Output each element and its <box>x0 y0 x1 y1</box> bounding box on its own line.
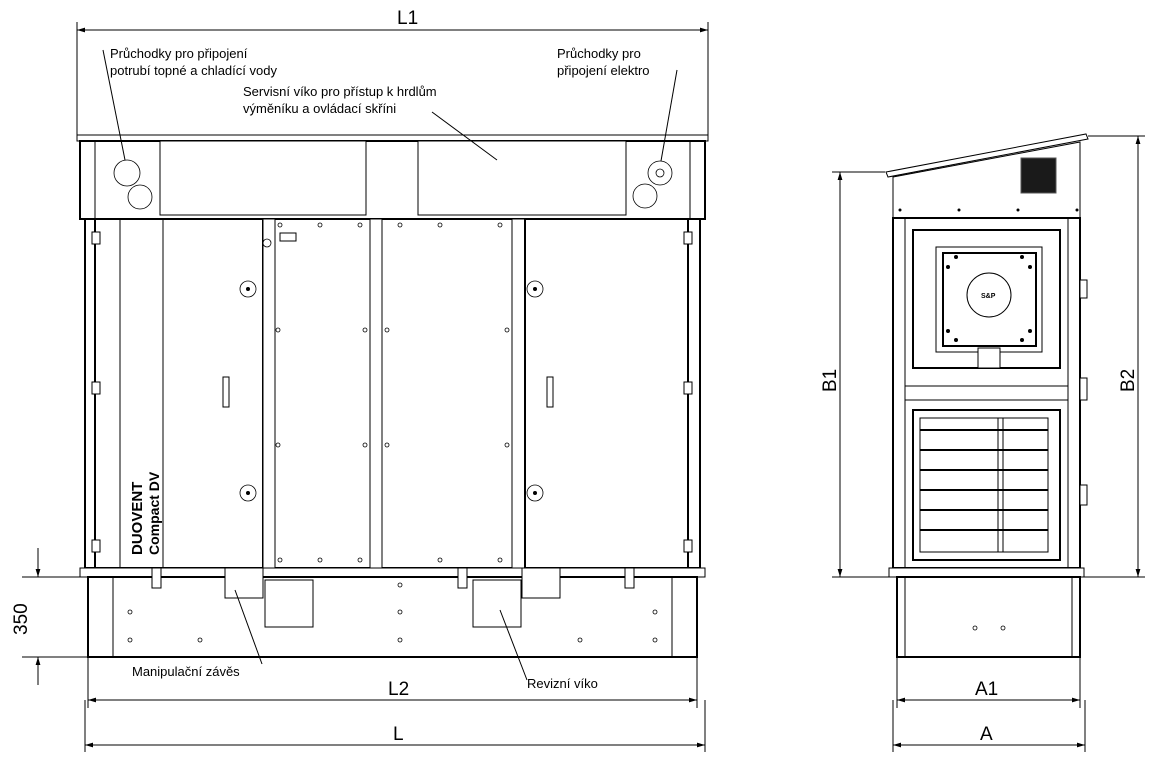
side-view: B1 B2 S&P <box>820 133 1145 752</box>
leader-line <box>234 589 263 665</box>
electro-passage <box>632 183 658 209</box>
svg-text:výměníku a ovládací skříni: výměníku a ovládací skříni <box>243 101 396 116</box>
svg-text:Compact DV: Compact DV <box>146 471 162 555</box>
annotation-lifting-hinge: Manipulační závěs <box>132 664 240 679</box>
dimension-a-label: A <box>980 724 993 745</box>
annotation-electro-passages: Průchodky pro <box>557 46 641 61</box>
door-lock <box>526 484 544 502</box>
sloped-roof <box>885 133 1089 178</box>
fan-plate <box>942 252 1037 347</box>
inspection-cover <box>472 579 522 628</box>
brand-logo: S&P <box>981 293 996 300</box>
unit-body <box>84 218 701 569</box>
door-lock <box>239 280 257 298</box>
annotation-service-cover: Servisní víko pro přístup k hrdlům <box>243 84 437 99</box>
pipe-passage <box>127 184 153 210</box>
damper-section <box>912 409 1061 561</box>
dimension-b2-label: B2 <box>1118 369 1139 392</box>
leader-line <box>499 609 528 681</box>
leader-line <box>102 49 126 161</box>
leader-line <box>431 111 498 161</box>
base <box>87 576 698 658</box>
leader-line <box>660 69 678 162</box>
lifting-hinge <box>224 567 264 599</box>
dimension-l1-label: L1 <box>397 8 418 29</box>
door-lock <box>239 484 257 502</box>
damper-louvers <box>920 418 1048 552</box>
dimension-a1-label: A1 <box>975 679 998 700</box>
base-frame <box>79 567 706 578</box>
svg-text:připojení elektro: připojení elektro <box>557 63 650 78</box>
door-handle <box>222 376 230 408</box>
front-view: L1 DUOVENT Compact DV <box>11 8 709 752</box>
annotation-inspection-cover: Revizní víko <box>527 676 598 691</box>
lifting-hinge <box>521 567 561 599</box>
service-cover-right <box>417 140 627 216</box>
divider-rail <box>904 385 1069 401</box>
dimension-l-label: L <box>393 724 404 745</box>
base-side <box>896 576 1081 658</box>
svg-text:DUOVENT: DUOVENT <box>129 482 146 555</box>
fan-motor <box>966 272 1012 318</box>
dimension-b1-label: B1 <box>820 369 841 392</box>
annotation-pipe-passages: Průchodky pro připojení <box>110 46 248 61</box>
brand-label: DUOVENT Compact DV <box>129 471 162 555</box>
svg-text:potrubí topné a chladící vody: potrubí topné a chladící vody <box>110 63 277 78</box>
dimension-l2-label: L2 <box>388 679 409 700</box>
service-cover-left <box>159 140 367 216</box>
inspection-cover <box>264 579 314 628</box>
electrical-box-window <box>1020 157 1057 194</box>
pipe-passage <box>113 159 141 187</box>
door-handle <box>546 376 554 408</box>
door-lock <box>526 280 544 298</box>
dimension-350-label: 350 <box>11 603 32 635</box>
